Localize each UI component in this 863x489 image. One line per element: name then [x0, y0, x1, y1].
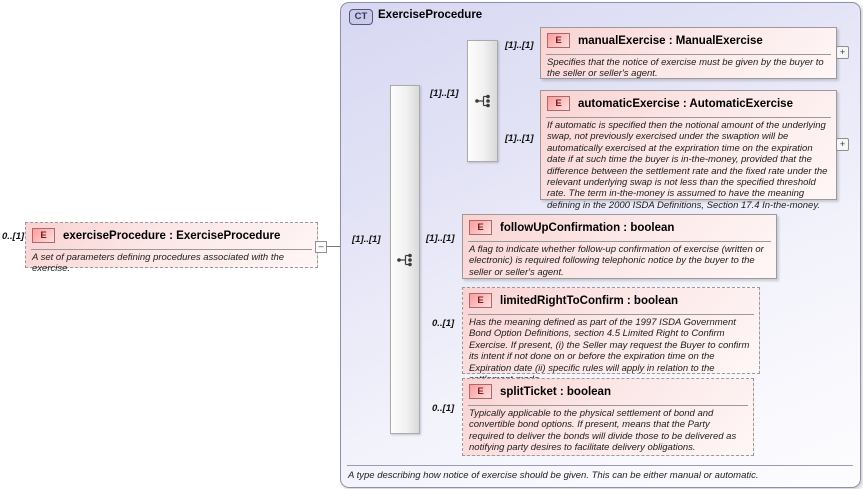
element-icon: E [547, 96, 570, 112]
element-annotation: Specifies that the notice of exercise mu… [547, 57, 824, 80]
cardinality-sequence: [1]..[1] [352, 234, 381, 245]
collapse-handle-icon[interactable]: – [315, 241, 327, 253]
divider [468, 405, 748, 406]
complex-type-annotation: A type describing how notice of exercise… [348, 470, 759, 481]
divider [468, 314, 754, 315]
element-annotation: Typically applicable to the physical set… [469, 408, 737, 454]
element-title: manualExercise : ManualExercise [578, 34, 763, 47]
element-icon: E [469, 384, 492, 400]
model-group-icon [474, 94, 490, 108]
divider [546, 117, 831, 118]
element-annotation: If automatic is specified then the notio… [547, 120, 828, 211]
cardinality-manualExercise: [1]..[1] [505, 40, 534, 51]
element-title: splitTicket : boolean [500, 385, 611, 398]
element-title: followUpConfirmation : boolean [500, 221, 675, 234]
sequence-indicator[interactable] [390, 85, 420, 434]
complex-type-icon: CT [349, 9, 373, 25]
cardinality-automaticExercise: [1]..[1] [505, 133, 534, 144]
choice-indicator[interactable] [467, 40, 498, 162]
complex-type-title: ExerciseProcedure [378, 9, 483, 21]
cardinality-followUpConfirmation: [1]..[1] [426, 233, 455, 244]
divider [468, 241, 771, 242]
element-annotation: Has the meaning defined as part of the 1… [469, 317, 750, 385]
cardinality-limitedRightToConfirm: 0..[1] [432, 318, 455, 329]
divider [546, 54, 831, 55]
element-title: automaticExercise : AutomaticExercise [578, 97, 793, 110]
divider [347, 465, 853, 466]
cardinality-splitTicket: 0..[1] [432, 403, 455, 414]
cardinality-exerciseProcedure: 0..[1] [2, 231, 25, 242]
element-annotation: A flag to indicate whether follow-up con… [469, 244, 764, 278]
model-group-icon [397, 253, 412, 266]
expand-icon[interactable]: + [836, 46, 849, 59]
element-icon: E [32, 228, 55, 244]
element-icon: E [469, 220, 492, 236]
cardinality-choice: [1]..[1] [430, 88, 459, 99]
element-annotation: A set of parameters defining procedures … [32, 252, 285, 275]
element-title: exerciseProcedure : ExerciseProcedure [63, 229, 281, 242]
element-title: limitedRightToConfirm : boolean [500, 294, 679, 307]
expand-icon[interactable]: + [836, 138, 849, 151]
element-icon: E [547, 33, 570, 49]
divider [31, 249, 312, 250]
element-icon: E [469, 293, 492, 309]
